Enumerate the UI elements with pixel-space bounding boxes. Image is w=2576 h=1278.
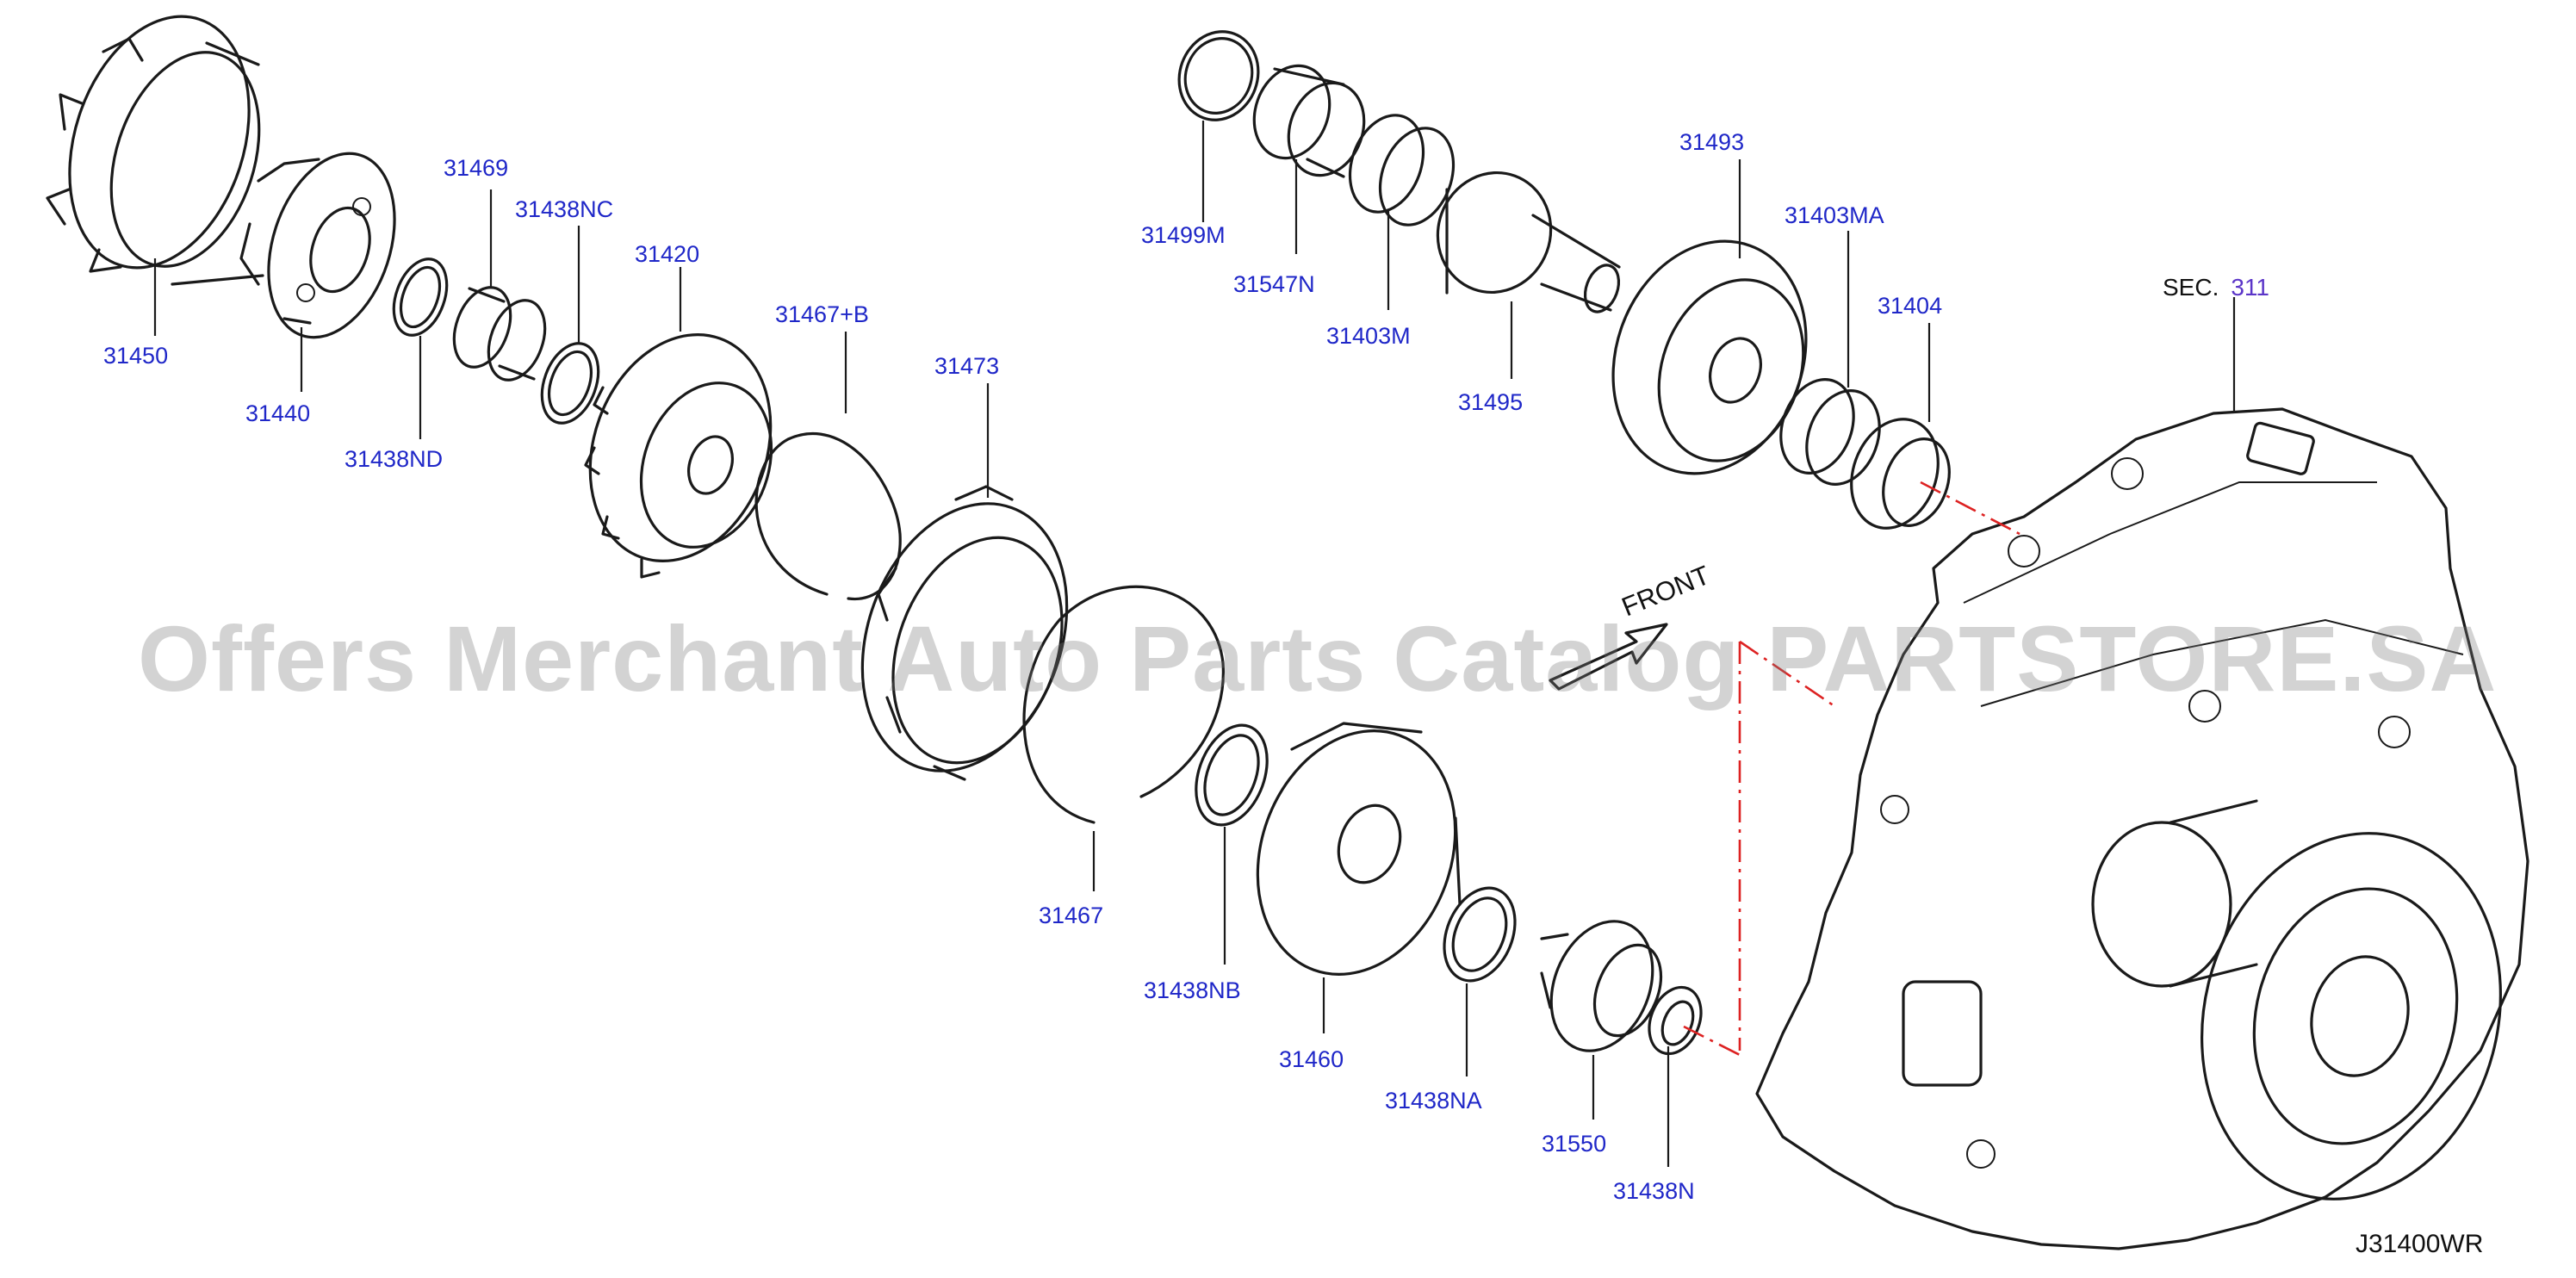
part-number-31550[interactable]: 31550 [1542, 1131, 1607, 1157]
part-31547n-sleeve[interactable] [1242, 55, 1377, 186]
part-31438nb-washer[interactable] [1183, 716, 1280, 835]
alignment-centerline [1739, 640, 1835, 708]
part-number-31403m[interactable]: 31403M [1326, 323, 1411, 349]
part-number-31450[interactable]: 31450 [103, 343, 169, 369]
part-31467-snap-ring[interactable] [1022, 585, 1225, 824]
part-number-31420[interactable]: 31420 [635, 241, 700, 267]
part-31438n-seal[interactable] [1640, 979, 1710, 1061]
part-number-31469[interactable]: 31469 [444, 155, 509, 181]
part-31495-shaft-gear[interactable] [1421, 157, 1625, 316]
transaxle-case[interactable] [1755, 407, 2541, 1250]
part-31467b-snap-ring[interactable] [754, 432, 902, 601]
front-arrow-icon [1549, 623, 1668, 691]
part-number-31495[interactable]: 31495 [1458, 389, 1524, 415]
part-31420-gear-hub[interactable] [560, 309, 801, 586]
part-31469-needle-bearing[interactable] [444, 280, 555, 388]
part-31438nc-washer[interactable] [531, 336, 608, 431]
part-31450-drum[interactable] [39, 0, 284, 291]
part-31438nd-washer[interactable] [384, 251, 456, 343]
section-label: SEC. [2163, 274, 2219, 301]
part-number-31473[interactable]: 31473 [934, 353, 1000, 379]
part-number-31438nd[interactable]: 31438ND [345, 446, 444, 472]
part-31550-gear[interactable] [1533, 906, 1673, 1066]
part-31403m-bearing[interactable] [1338, 105, 1467, 235]
part-31438na-washer[interactable] [1431, 878, 1528, 991]
part-31473-clutch-hub[interactable] [827, 475, 1102, 799]
part-number-31460[interactable]: 31460 [1279, 1046, 1344, 1072]
part-31403ma-bearing[interactable] [1768, 369, 1891, 495]
part-31460-clutch-drum[interactable] [1225, 703, 1488, 1002]
part-number-31467b[interactable]: 31467+B [775, 301, 869, 327]
part-number-31467[interactable]: 31467 [1039, 903, 1104, 928]
part-number-31403ma[interactable]: 31403MA [1785, 202, 1884, 228]
alignment-centerline [1920, 481, 2020, 536]
section-number-link[interactable]: 311 [2231, 274, 2269, 301]
part-number-31493[interactable]: 31493 [1679, 129, 1745, 155]
part-31440-carrier[interactable] [239, 137, 417, 353]
part-number-31440[interactable]: 31440 [245, 400, 311, 426]
alignment-centerline [1683, 1025, 1741, 1057]
part-number-31438n[interactable]: 31438N [1613, 1178, 1695, 1204]
part-number-31438na[interactable]: 31438NA [1385, 1088, 1482, 1114]
part-number-31499m[interactable]: 31499M [1141, 222, 1226, 248]
part-number-31404[interactable]: 31404 [1878, 293, 1943, 319]
section-reference: SEC. 311 [2163, 274, 2269, 301]
part-number-31547n[interactable]: 31547N [1233, 271, 1315, 297]
part-31404-bearing-race[interactable] [1837, 407, 1961, 541]
part-number-31438nb[interactable]: 31438NB [1144, 977, 1241, 1003]
part-31499m-ring[interactable] [1167, 21, 1270, 132]
part-31493-large-gear[interactable] [1581, 214, 1837, 500]
diagram-code: J31400WR [2356, 1230, 2484, 1258]
leader-lines [153, 121, 2236, 1167]
part-number-31438nc[interactable]: 31438NC [515, 196, 614, 222]
